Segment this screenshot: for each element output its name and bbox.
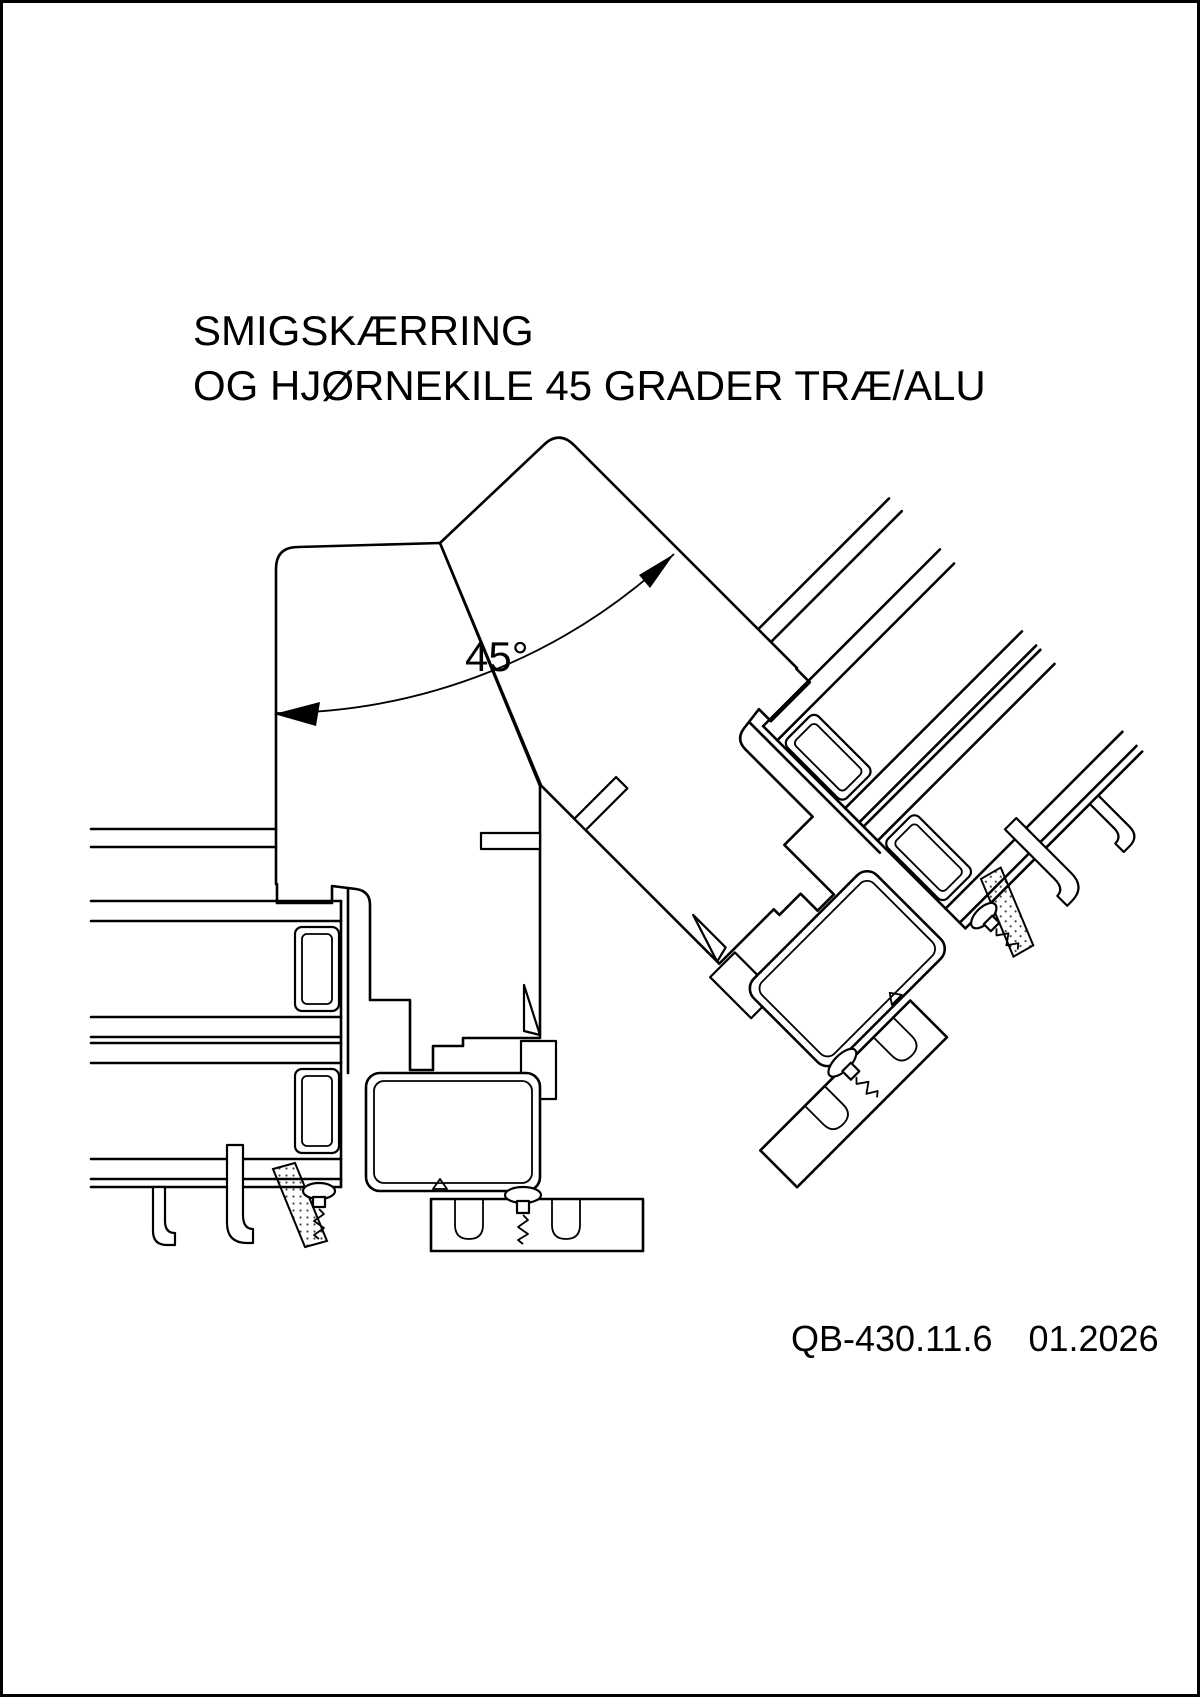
- dimension-arrow-left: [274, 702, 320, 726]
- angle-label: 45°: [465, 633, 529, 680]
- title-line-2: OG HJØRNEKILE 45 GRADER TRÆ/ALU: [193, 362, 986, 409]
- angle-dimension: 45°: [274, 553, 675, 726]
- dimension-arrow-right: [639, 554, 674, 588]
- title-block: SMIGSKÆRRING OG HJØRNEKILE 45 GRADER TRÆ…: [193, 303, 986, 413]
- dimension-arc: [275, 553, 675, 714]
- footer-block: QB-430.11.6 01.2026: [791, 1318, 1159, 1360]
- doc-date: 01.2026: [1028, 1318, 1159, 1359]
- title-line-1: SMIGSKÆRRING: [193, 307, 534, 354]
- section-drawing: 45°: [89, 294, 1189, 1253]
- doc-number: QB-430.11.6: [791, 1318, 993, 1359]
